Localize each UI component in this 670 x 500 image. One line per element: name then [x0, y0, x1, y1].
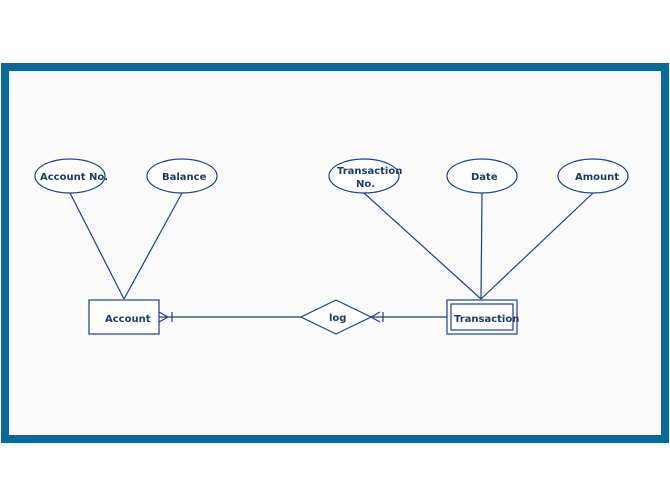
connector-transaction-no	[363, 192, 482, 300]
attribute-balance[interactable]	[146, 158, 218, 194]
entity-account[interactable]	[88, 299, 160, 335]
attribute-account-no-label: Account No.	[40, 172, 108, 183]
attribute-transaction-no[interactable]	[328, 158, 400, 194]
connector-amount	[480, 192, 594, 300]
attribute-account-no[interactable]	[34, 158, 106, 194]
attribute-transaction-no-label-line2: No.	[356, 179, 375, 190]
entity-transaction-label: Transaction	[454, 314, 519, 325]
crows-foot-account-icon	[158, 311, 173, 323]
attribute-balance-label: Balance	[162, 172, 207, 183]
attribute-date[interactable]	[446, 158, 518, 194]
crows-foot-transaction-icon	[370, 311, 384, 323]
connector-balance	[123, 192, 183, 300]
attribute-transaction-no-label-line1: Transaction	[337, 166, 402, 177]
attribute-date-label: Date	[471, 172, 498, 183]
connector-date	[480, 192, 483, 300]
connector-account-no	[69, 192, 125, 300]
attribute-amount-label: Amount	[575, 172, 619, 183]
relationship-log-label: log	[329, 313, 346, 324]
relationship-log[interactable]	[299, 299, 373, 335]
entity-account-label: Account	[105, 314, 151, 325]
diagram-frame	[1, 63, 669, 443]
attribute-amount[interactable]	[557, 158, 629, 194]
entity-transaction[interactable]	[446, 299, 518, 335]
